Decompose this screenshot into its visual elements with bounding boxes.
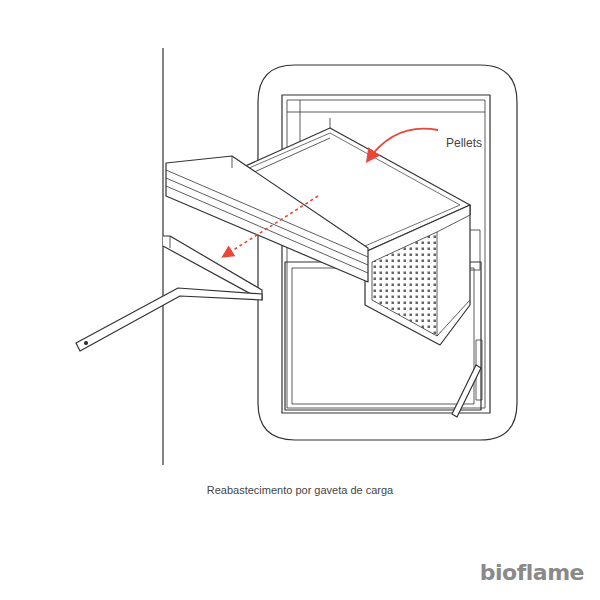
figure-caption: Reabastecimento por gaveta de carga (207, 484, 394, 496)
brand-watermark: bioflame (480, 560, 584, 585)
material-label: Pellets (446, 136, 482, 150)
